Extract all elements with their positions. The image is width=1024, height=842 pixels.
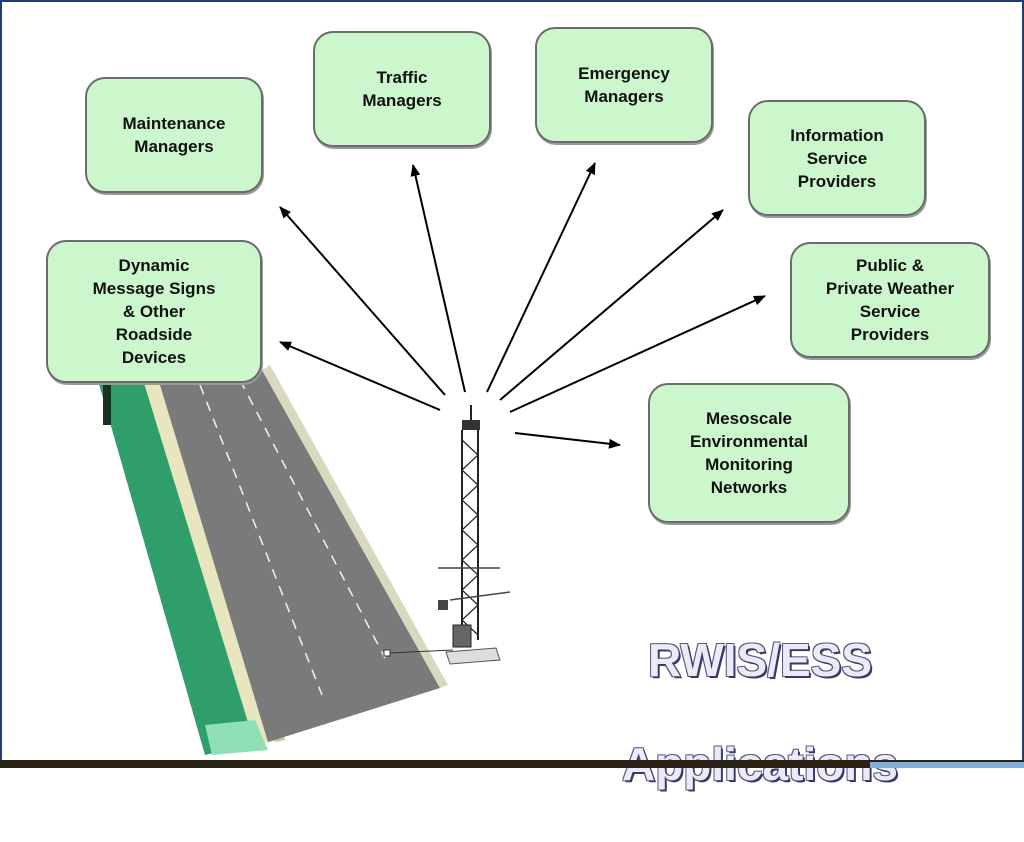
tower-lattice	[461, 439, 479, 636]
tower-base-pad	[445, 647, 501, 665]
arrow-to-traffic	[410, 164, 466, 393]
tower-cable	[387, 649, 454, 654]
arrow-to-information	[499, 209, 724, 401]
tower-equipment-box	[452, 624, 472, 648]
box-traffic-managers: Traffic Managers	[313, 31, 491, 147]
slide-title-line1: RWIS/ESS	[647, 634, 873, 686]
box-weather-label: Public & Private Weather Service Provide…	[825, 256, 955, 344]
arrow-to-maintenance	[279, 206, 446, 396]
box-maintenance-label: Maintenance Managers	[122, 114, 226, 156]
arrow-to-dms	[279, 341, 441, 411]
box-dynamic-message-signs: Dynamic Message Signs & Other Roadside D…	[46, 240, 262, 383]
box-weather-service-providers: Public & Private Weather Service Provide…	[790, 242, 990, 358]
arrow-to-weather	[509, 295, 766, 413]
box-information-label: Information Service Providers	[790, 125, 884, 191]
slide-bottom-bar	[0, 760, 1024, 768]
box-mesoscale-label: Mesoscale Environmental Monitoring Netwo…	[689, 409, 809, 497]
slide-title: RWIS/ESS Applications	[590, 582, 930, 842]
tower-crossarm-2	[449, 591, 511, 601]
slide-frame	[0, 0, 1024, 768]
box-mesoscale-networks: Mesoscale Environmental Monitoring Netwo…	[648, 383, 850, 523]
arrow-to-mesoscale	[514, 432, 621, 449]
lane-marking-right	[239, 379, 386, 659]
arrow-to-emergency	[486, 162, 596, 393]
lane-marking-left	[199, 384, 323, 696]
road-dark-edge	[103, 385, 111, 425]
road-corner-patch	[205, 720, 268, 755]
tower-sensor-box	[438, 600, 448, 610]
tower-pavement-sensor	[383, 649, 391, 657]
road-edge-strip	[262, 365, 448, 688]
box-dms-label: Dynamic Message Signs & Other Roadside D…	[92, 256, 216, 367]
box-maintenance-managers: Maintenance Managers	[85, 77, 263, 193]
diagram-canvas	[95, 162, 766, 755]
road-surface	[160, 370, 440, 742]
arrows	[279, 162, 766, 449]
slide-bottom-accent	[870, 762, 1024, 768]
tower-top-sensor	[462, 420, 480, 430]
box-traffic-label: Traffic Managers	[362, 68, 442, 110]
roadway-illustration	[95, 365, 448, 755]
road-grass-strip	[95, 370, 270, 755]
rwis-tower	[383, 405, 511, 665]
box-emergency-label: Emergency Managers	[578, 64, 670, 106]
box-emergency-managers: Emergency Managers	[535, 27, 713, 143]
box-information-service-providers: Information Service Providers	[748, 100, 926, 216]
